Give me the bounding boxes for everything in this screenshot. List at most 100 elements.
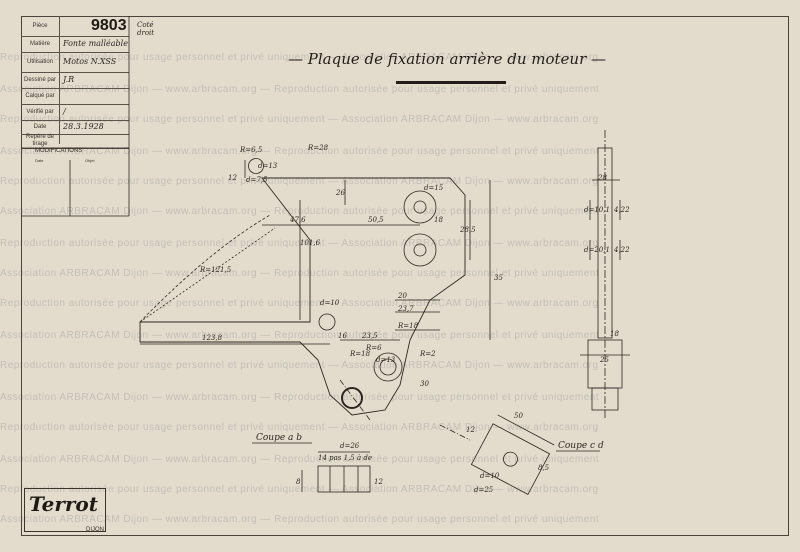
dim-label: d=13 <box>258 162 278 170</box>
dim-label: 28 <box>597 174 607 182</box>
terrot-logo: Terrot <box>24 488 106 532</box>
dim-label: d=13 <box>376 356 396 364</box>
dim-label: 25 <box>599 356 609 364</box>
title-block-row: Utilisation Motos N.XSS <box>21 52 129 73</box>
dim-label: 30 <box>420 380 429 388</box>
title-block-row: Pièce 9803 <box>21 16 129 37</box>
hole-large-2-inner <box>413 243 427 257</box>
dim-label: R=28 <box>307 144 329 152</box>
title-block-row: Vérifié par / <box>21 104 129 121</box>
watermark-line: Association ARBRACAM Dijon — www.arbraca… <box>0 330 600 341</box>
title-block-row: Dessiné par J.R <box>21 72 129 89</box>
watermark-line: Association ARBRACAM Dijon — www.arbraca… <box>0 514 600 525</box>
dim-label: d=10,1 <box>584 206 610 214</box>
hole-boss <box>373 352 403 382</box>
row-value: J.R <box>63 75 75 84</box>
row-value: Motos N.XSS <box>63 57 117 66</box>
row-value: / <box>63 107 66 116</box>
dim-label: 35 <box>494 274 503 282</box>
row-label: Calqué par <box>25 93 55 99</box>
part-suffix: Coté droit <box>137 21 155 37</box>
section-line <box>439 424 471 441</box>
radius-arc <box>139 214 271 323</box>
row-label: Dessiné par <box>23 77 56 83</box>
dim-label: 101,6 <box>300 239 321 247</box>
title-underline <box>396 81 506 84</box>
section-cd-label: Coupe c d <box>558 441 604 451</box>
dim-label: R=2 <box>419 350 436 358</box>
row-label: Pièce <box>32 23 48 29</box>
dim-label: d=10 <box>480 472 500 480</box>
dim-label: 8,5 <box>538 464 550 472</box>
watermark-line: Reproduction autorisée pour usage person… <box>0 238 599 249</box>
title-block-divider <box>59 16 60 144</box>
dim-label: 123,8 <box>202 334 223 342</box>
watermark-line: Association ARBRACAM Dijon — www.arbraca… <box>0 146 600 157</box>
watermark-line: Association ARBRACAM Dijon — www.arbraca… <box>0 268 600 279</box>
hole-small-top <box>248 158 264 174</box>
side-view-body <box>597 147 613 339</box>
part-number: 9803 <box>91 17 127 34</box>
dim-label: 4,22 <box>613 206 630 214</box>
dim-label: 16 <box>338 332 347 340</box>
dim-label: R=6,5 <box>239 146 263 154</box>
dim-label: 47,6 <box>289 216 306 224</box>
dim-label: 18 <box>610 330 619 338</box>
mod-date-label: Date <box>35 158 44 163</box>
dim-label: 14 pas 1,5 à de <box>318 454 372 462</box>
logo-brand: Terrot <box>29 492 98 516</box>
dim-label: d=15 <box>424 184 444 192</box>
dim-label: 18 <box>434 216 443 224</box>
watermark-line: Association ARBRACAM Dijon — www.arbraca… <box>0 392 600 403</box>
section-ab-label: Coupe a b <box>256 433 302 443</box>
title-block-row: Date 28.3.1928 <box>21 120 129 135</box>
dim-label: 4,22 <box>613 246 630 254</box>
dim-label: R=121,5 <box>199 266 232 274</box>
dim-label: R=6 <box>365 344 382 352</box>
watermark-line: Reproduction autorisée pour usage person… <box>0 298 599 309</box>
dim-label: 23,7 <box>397 305 414 313</box>
section-cd-hole <box>503 451 518 467</box>
watermark-line: Reproduction autorisée pour usage person… <box>0 422 599 433</box>
watermark-line: Reproduction autorisée pour usage person… <box>0 114 599 125</box>
modifications-label: MODIFICATIONS <box>35 148 83 154</box>
title-block-row: Matière Fonte malléable <box>21 36 129 53</box>
plate-outline <box>139 177 466 416</box>
hole-boss-inner <box>379 358 397 376</box>
title-block: Pièce 9803 Coté droit Matière Fonte mall… <box>21 16 154 216</box>
title-block-row: Calqué par <box>21 88 129 105</box>
watermark-line: Reproduction autorisée pour usage person… <box>0 484 599 495</box>
dim-label: 12 <box>228 174 237 182</box>
section-cd <box>470 414 555 495</box>
dim-line <box>497 414 555 446</box>
row-label: Vérifié par <box>26 109 54 115</box>
dim-label: 8 <box>296 478 301 486</box>
row-label: Utilisation <box>26 59 53 65</box>
logo-city: DIJON <box>86 527 104 533</box>
dim-label: 28,5 <box>459 226 476 234</box>
row-label: Date <box>33 124 47 130</box>
hole-large-1-inner <box>413 200 427 214</box>
dim-line <box>139 227 276 323</box>
hole-large-2 <box>403 233 437 267</box>
watermark-line: Association ARBRACAM Dijon — www.arbraca… <box>0 454 600 465</box>
section-line <box>339 379 371 421</box>
dim-label: d=7,5 <box>246 176 268 184</box>
side-view-foot <box>591 387 619 411</box>
row-label: Matière <box>29 41 50 47</box>
dim-label: 20 <box>397 292 407 300</box>
mod-object-label: Objet <box>85 158 95 163</box>
watermark-line: Reproduction autorisée pour usage person… <box>0 52 599 63</box>
dim-label: 12 <box>466 426 475 434</box>
watermark-line: Reproduction autorisée pour usage person… <box>0 360 599 371</box>
watermark-line: Association ARBRACAM Dijon — www.arbraca… <box>0 206 600 217</box>
dim-label: 26 <box>335 189 345 197</box>
watermark-line: Association ARBRACAM Dijon — www.arbraca… <box>0 84 600 95</box>
dim-label: d=20,1 <box>584 246 610 254</box>
title-block-row: Repère de tirage <box>21 134 129 149</box>
row-value: 28.3.1928 <box>63 122 104 131</box>
dim-label: 23,5 <box>361 332 378 340</box>
dim-label: R=18 <box>397 322 419 330</box>
hole-mid <box>318 313 336 331</box>
